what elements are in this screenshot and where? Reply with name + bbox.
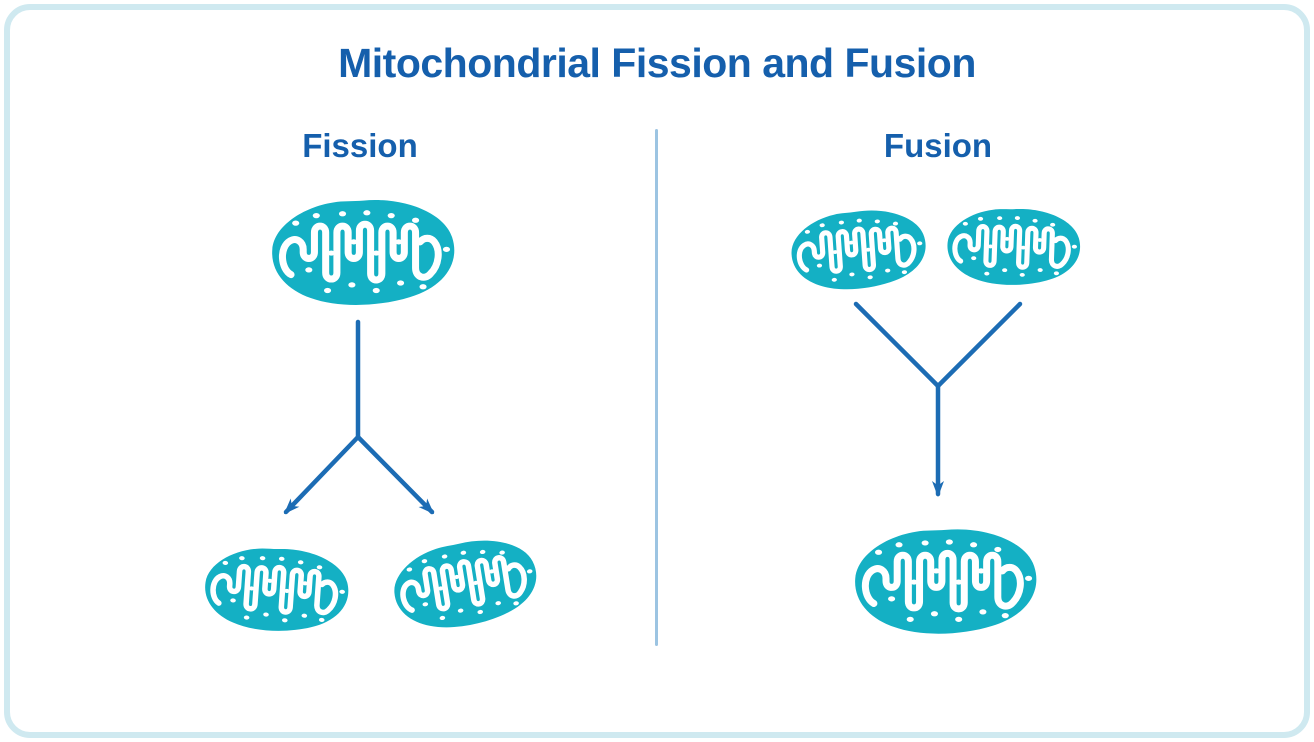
page-title: Mitochondrial Fission and Fusion: [338, 40, 976, 86]
fusion-merge-arrow: [853, 301, 1023, 497]
panel-divider: [655, 129, 658, 646]
fusion-source-mitochondrion-right-icon: [938, 196, 1091, 299]
fusion-product-mitochondrion-icon: [845, 522, 1050, 644]
fission-daughter-mitochondrion-left-icon: [193, 530, 362, 651]
fusion-panel-label: Fusion: [883, 127, 993, 164]
fission-split-arrow: [283, 319, 435, 515]
fission-panel-label: Fission: [302, 127, 418, 164]
fission-parent-mitochondrion-icon: [262, 193, 468, 315]
fusion-source-mitochondrion-left-icon: [781, 197, 939, 305]
